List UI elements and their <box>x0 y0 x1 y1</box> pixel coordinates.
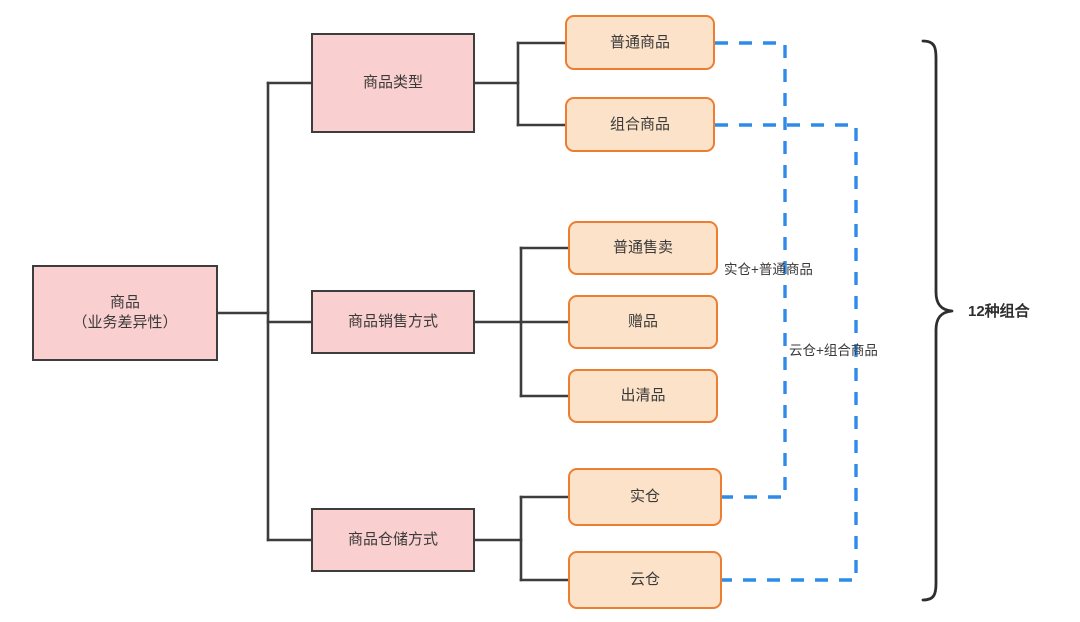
node-branch-storage-method[interactable]: 商品仓储方式 <box>311 508 475 572</box>
node-leaf-bundle-product-label: 组合商品 <box>609 115 670 133</box>
node-leaf-cloud-warehouse-label: 云仓 <box>629 571 660 589</box>
node-leaf-physical-warehouse[interactable]: 实仓 <box>568 468 722 526</box>
summary-brace-label-text: 12种组合 <box>968 303 1030 320</box>
node-leaf-clearance-item[interactable]: 出清品 <box>568 369 718 423</box>
node-leaf-normal-product-label: 普通商品 <box>609 33 670 51</box>
summary-brace <box>921 39 954 602</box>
node-leaf-bundle-product[interactable]: 组合商品 <box>565 97 715 152</box>
edge-label-physical-plus-normal: 实仓+普通商品 <box>724 258 813 278</box>
node-leaf-normal-sale[interactable]: 普通售卖 <box>568 221 718 275</box>
node-branch-product-type[interactable]: 商品类型 <box>311 33 475 133</box>
dashed-connectors <box>715 41 858 582</box>
node-root[interactable]: 商品 （业务差异性） <box>32 265 218 361</box>
node-leaf-normal-sale-label: 普通售卖 <box>612 239 673 257</box>
node-branch-storage-method-label: 商品仓储方式 <box>347 531 438 549</box>
node-leaf-gift-item[interactable]: 赠品 <box>568 295 718 349</box>
summary-brace-label: 12种组合 <box>968 300 1030 321</box>
node-leaf-normal-product[interactable]: 普通商品 <box>565 15 715 70</box>
node-branch-sales-method-label: 商品销售方式 <box>347 313 438 331</box>
node-leaf-physical-warehouse-label: 实仓 <box>629 488 660 506</box>
brace-path <box>921 39 954 602</box>
edge-label-physical-plus-normal-text: 实仓+普通商品 <box>724 262 813 277</box>
edge-label-cloud-plus-bundle: 云仓+组合商品 <box>789 339 878 359</box>
node-branch-sales-method[interactable]: 商品销售方式 <box>311 290 475 354</box>
node-leaf-gift-item-label: 赠品 <box>627 313 658 331</box>
node-leaf-clearance-item-label: 出清品 <box>620 387 666 405</box>
node-branch-product-type-label: 商品类型 <box>362 74 423 92</box>
node-leaf-cloud-warehouse[interactable]: 云仓 <box>568 551 722 609</box>
edge-label-cloud-plus-bundle-text: 云仓+组合商品 <box>789 343 878 358</box>
node-root-label: 商品 （业务差异性） <box>72 294 178 331</box>
